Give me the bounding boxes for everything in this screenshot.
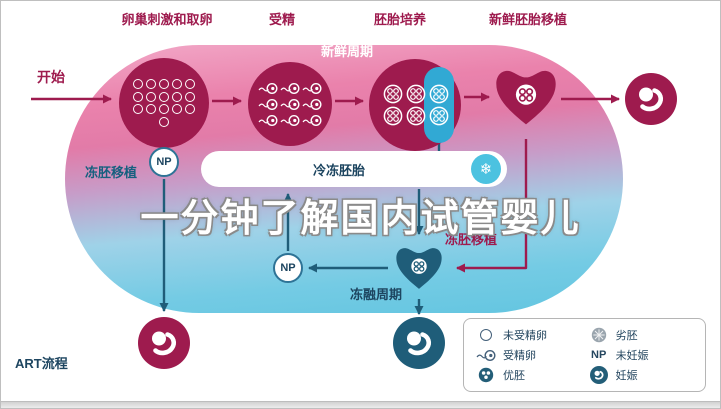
- baby-icon: [148, 327, 180, 359]
- embryo-icon: [406, 106, 426, 126]
- fertilized-egg-icon: [280, 114, 300, 127]
- legend-label: 受精卵: [503, 350, 536, 362]
- stage-label-retrieval: 卵巢刺激和取卵: [121, 12, 213, 27]
- fertilized-egg-icon: [302, 98, 322, 111]
- np-top-circle: NP: [149, 147, 179, 177]
- legend: 未受精卵 劣胚 受精卵 NP 未妊娠 优胚: [463, 318, 706, 392]
- embryo-culture-circle: [369, 59, 461, 151]
- window-bottom-edge: [1, 401, 720, 408]
- legend-item-fertilized-egg: 受精卵: [476, 346, 589, 365]
- embryo-grid: [381, 83, 451, 127]
- fertilized-egg-icon: [280, 98, 300, 111]
- legend-item-not-pregnant: NP 未妊娠: [589, 346, 693, 365]
- legend-item-poor-embryo: 劣胚: [589, 326, 693, 345]
- fertilized-egg-grid: [256, 80, 324, 128]
- unfertilized-egg-icon: [476, 329, 496, 341]
- legend-item-pregnancy: 妊娠: [589, 366, 693, 385]
- fresh-cycle-label: 新鲜周期: [320, 44, 373, 59]
- baby-icon: [635, 83, 667, 115]
- watermark-text: 一分钟了解国内试管婴儿: [140, 198, 581, 240]
- stage-label-fresh-transfer: 新鲜胚胎移植: [488, 12, 567, 27]
- art-process-label: ART流程: [15, 356, 68, 371]
- legend-label: 劣胚: [615, 330, 638, 342]
- np-icon: NP: [591, 349, 607, 361]
- stage-label-fertilization: 受精: [268, 12, 295, 27]
- embryo-icon: [406, 84, 426, 104]
- good-embryo-icon: [476, 367, 496, 383]
- baby-icon: [403, 327, 435, 359]
- fertilized-egg-icon: [280, 82, 300, 95]
- fertilization-circle: [248, 62, 332, 146]
- frozen-embryo-pill: 冷冻胚胎: [201, 151, 507, 187]
- embryo-icon: [429, 84, 449, 104]
- poor-embryo-icon: [589, 327, 609, 343]
- fresh-transfer-uterus-icon: [488, 59, 564, 135]
- embryo-icon: [429, 106, 449, 126]
- fertilized-egg-icon: [476, 349, 496, 362]
- pregnancy-baby-bottom-left: [138, 317, 190, 369]
- embryo-icon: [383, 106, 403, 126]
- legend-label: 优胚: [503, 370, 525, 382]
- thaw-cycle-label: 冻融周期: [350, 287, 403, 302]
- selected-embryos-highlight: [424, 67, 454, 143]
- fertilized-egg-icon: [302, 82, 322, 95]
- np-bottom-circle: NP: [273, 253, 303, 283]
- pregnancy-baby-right: [625, 73, 677, 125]
- legend-label: 未受精卵: [503, 330, 547, 342]
- egg-retrieval-circle: [119, 58, 209, 148]
- stage-label-culture: 胚胎培养: [373, 12, 426, 27]
- egg-grid: [132, 77, 196, 128]
- snowflake-icon: ❄: [471, 154, 501, 184]
- legend-item-good-embryo: 优胚: [476, 366, 589, 385]
- fertilized-egg-icon: [258, 98, 278, 111]
- legend-label: 妊娠: [615, 370, 638, 382]
- legend-label: 未妊娠: [615, 350, 649, 362]
- frozen-transfer-left-label: 冻胚移植: [85, 165, 138, 180]
- pregnancy-baby-bottom-middle: [393, 317, 445, 369]
- fertilized-egg-icon: [258, 114, 278, 127]
- fertilized-egg-icon: [258, 82, 278, 95]
- fertilized-egg-icon: [302, 114, 322, 127]
- embryo-icon: [383, 84, 403, 104]
- legend-item-unfertilized-egg: 未受精卵: [476, 326, 589, 345]
- pregnancy-baby-icon: [589, 366, 609, 384]
- start-label: 开始: [37, 69, 65, 85]
- frozen-embryo-label: 冷冻胚胎: [312, 162, 365, 178]
